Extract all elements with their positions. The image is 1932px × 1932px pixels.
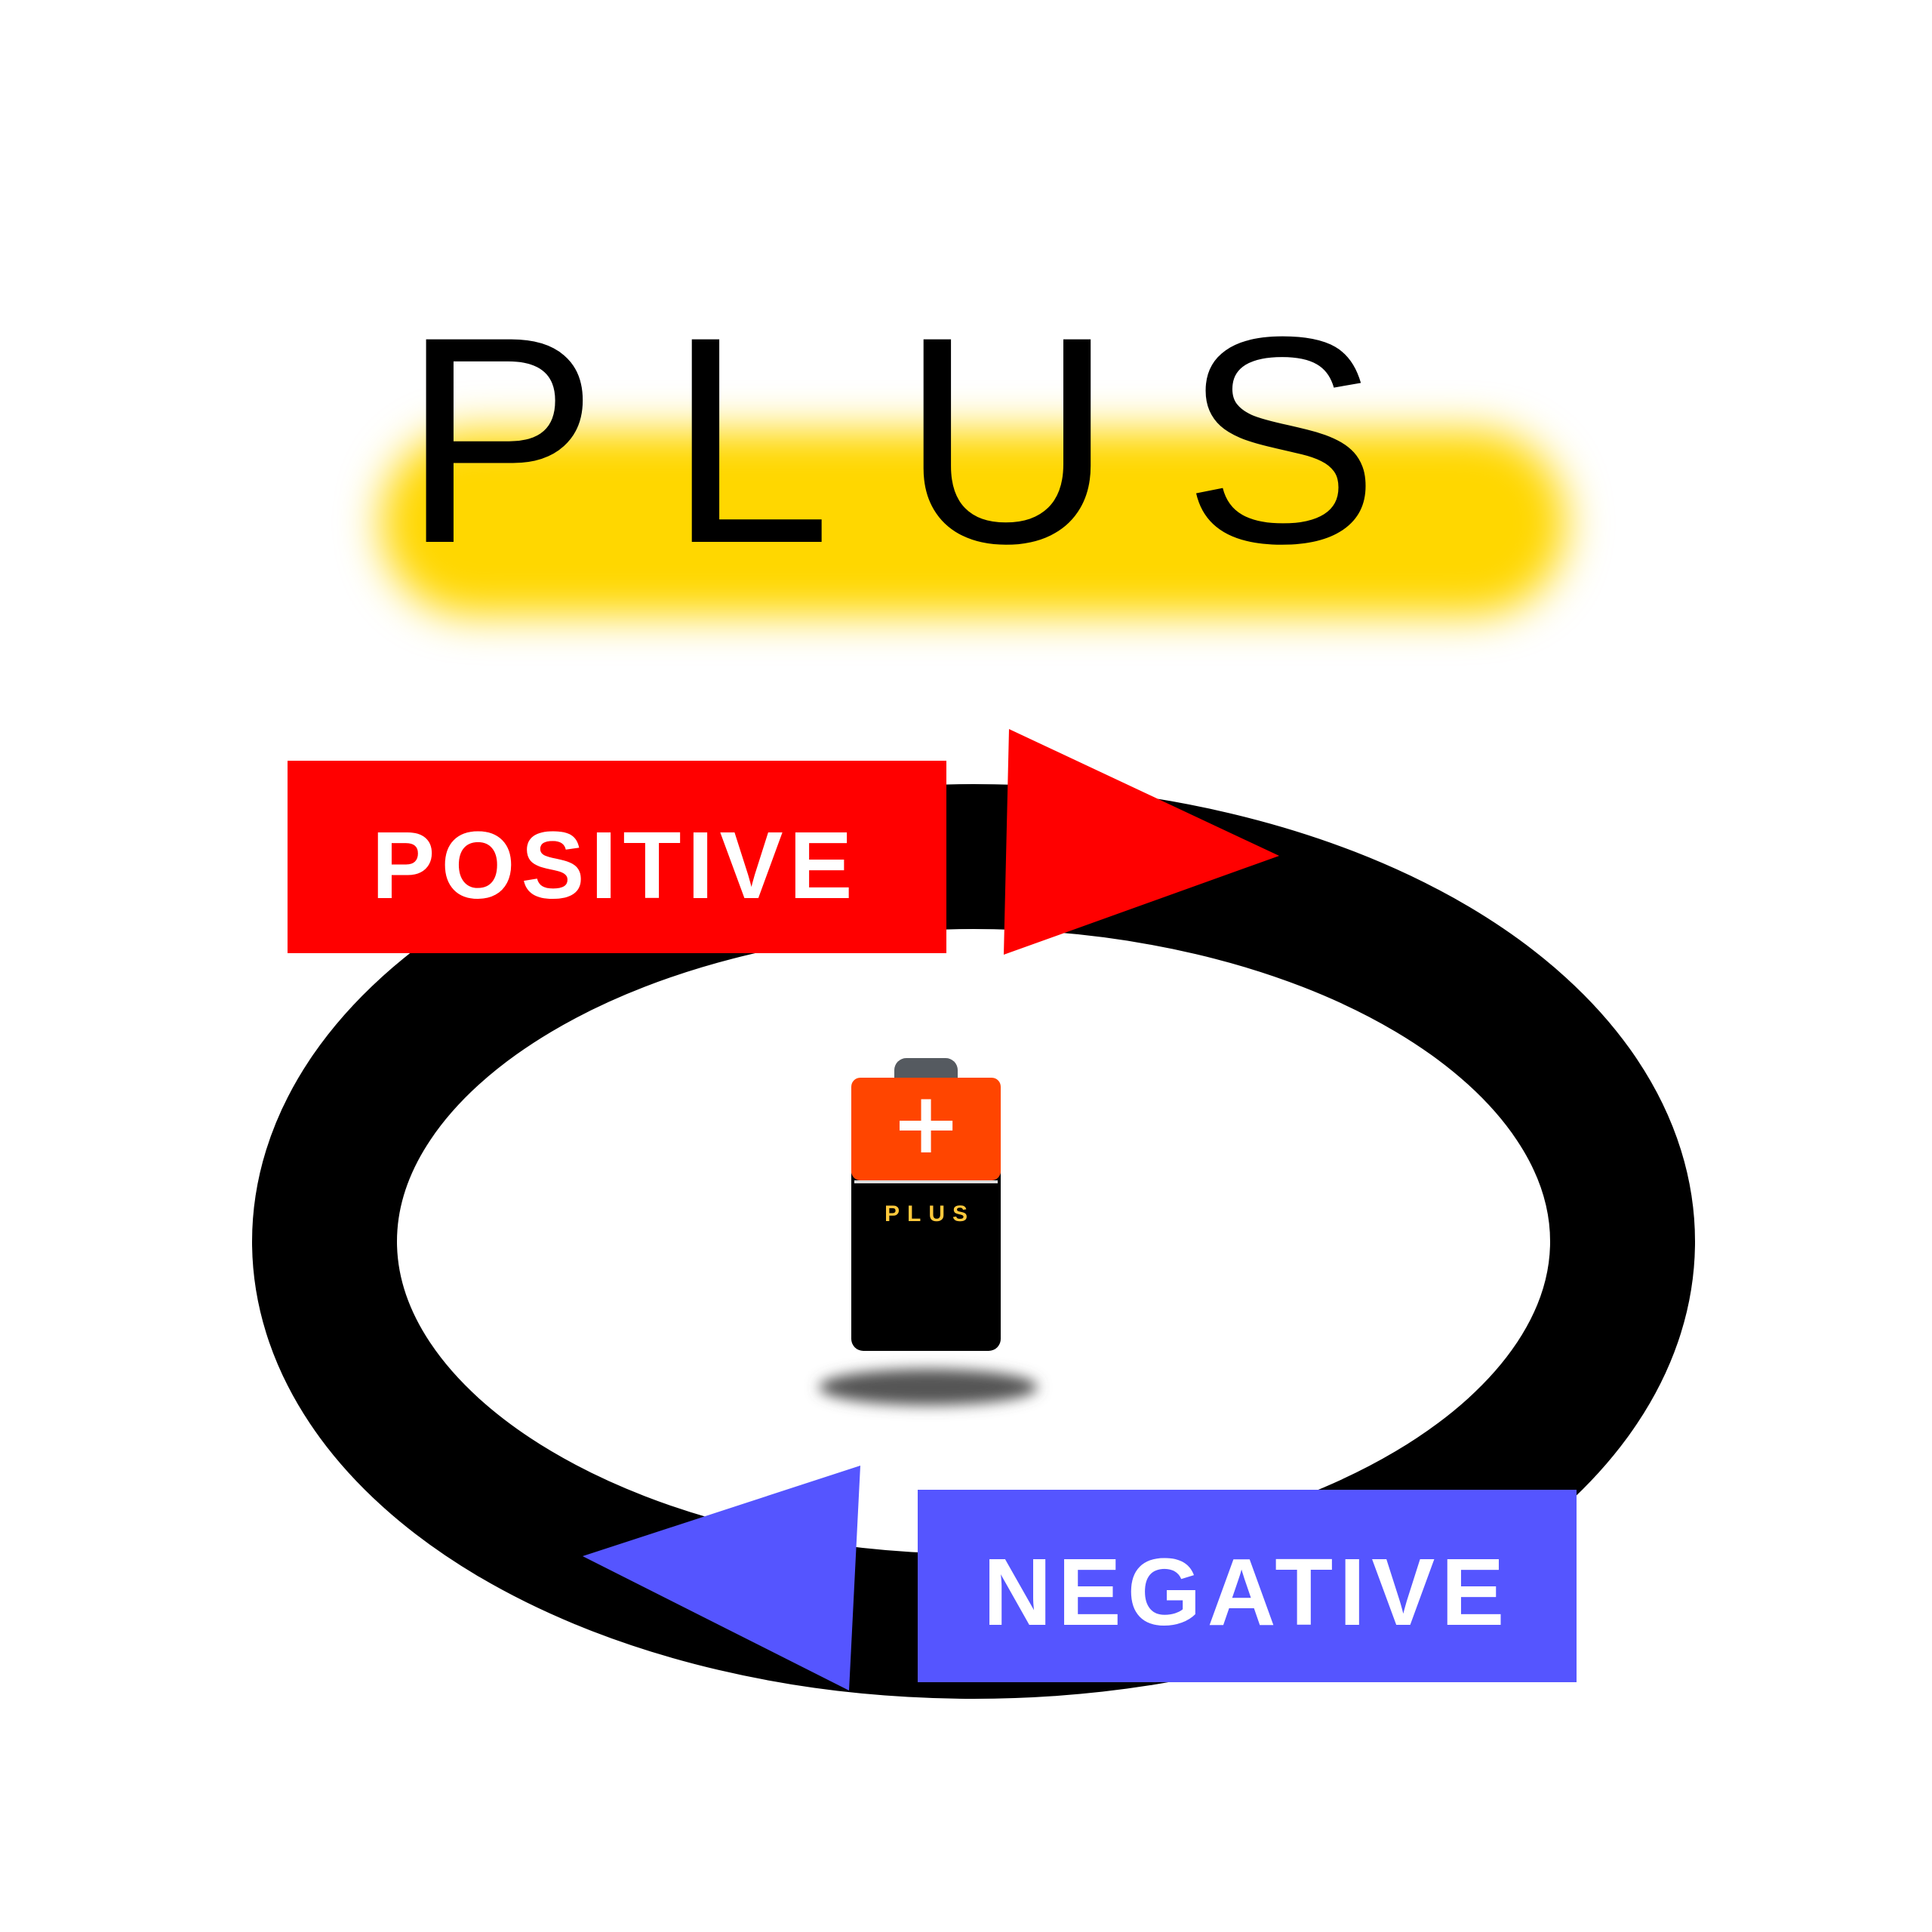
negative-label-box	[918, 1490, 1577, 1682]
positive-label: POSITIVE	[371, 812, 858, 918]
battery-plus-symbol: +	[891, 1075, 961, 1173]
negative-arrow-icon	[583, 1466, 860, 1690]
title-glow	[381, 430, 1566, 615]
positive-arrow-icon	[1004, 729, 1279, 955]
battery-top	[851, 1078, 1001, 1180]
negative-label: NEGATIVE	[983, 1539, 1511, 1645]
battery-label: PLUS	[884, 1201, 975, 1226]
battery-body	[851, 1162, 1001, 1351]
battery-icon: + PLUS	[819, 1058, 1038, 1405]
battery-shadow	[819, 1369, 1038, 1405]
page-title: PLUS	[402, 275, 1449, 605]
positive-label-box	[288, 761, 946, 953]
